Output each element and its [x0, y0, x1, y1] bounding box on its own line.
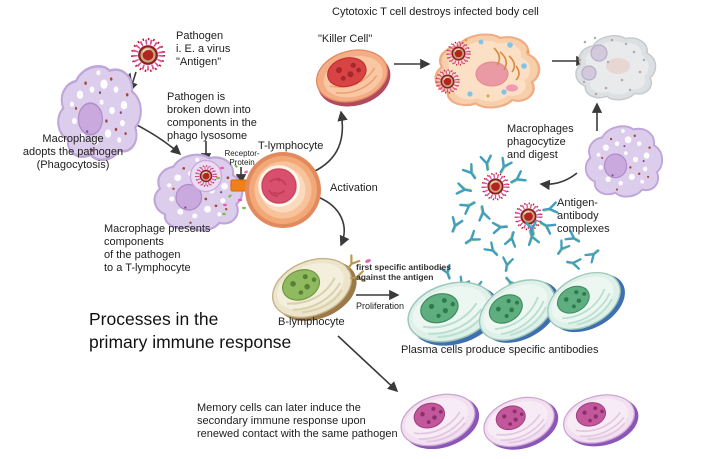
macrophage-adopts-label: Macrophage adopts the pathogen (Phagocyt… — [22, 133, 124, 171]
b-lymphocyte-icon — [271, 254, 371, 321]
memory-cell-icon — [557, 385, 645, 456]
t-lymphocyte-label: T-lymphocyte — [258, 140, 324, 152]
cytotoxic-caption: Cytotoxic T cell destroys infected body … — [332, 6, 539, 18]
arrow-activation-to-bcell — [317, 196, 350, 247]
memory-cell-icon — [393, 383, 487, 459]
virus-icon — [482, 173, 508, 199]
memory-cell-icon — [476, 387, 566, 459]
activation-label: Activation — [330, 182, 378, 194]
flow-arrows — [122, 55, 603, 393]
plasma-cell-icon — [537, 258, 636, 346]
plasma-caption: Plasma cells produce specific antibodies — [401, 344, 599, 356]
pathogen-label: Pathogen i. E. a virus "Antigen" — [176, 30, 231, 68]
macrophages-digest-label: Macrophages phagocytize and digest — [507, 123, 574, 161]
first-antibodies-label: first specific antibodies against the an… — [356, 262, 451, 282]
arrow-bcell-to-memory — [337, 335, 399, 393]
killer-cell-label: "Killer Cell" — [318, 33, 373, 45]
destroyed-cell-icon — [575, 34, 657, 101]
macrophage-presents-label: Macrophage presents components of the pa… — [104, 223, 211, 274]
macrophage-digesting-icon — [586, 126, 662, 196]
antigen-fragment-icon — [365, 259, 371, 263]
b-lymphocyte-label: B-lymphocyte — [278, 316, 345, 328]
arrow-tcell-to-killer — [312, 110, 348, 173]
antigen-antibody-complexes-icon — [446, 154, 559, 249]
arrow-macrophage-to-complexes — [539, 172, 578, 191]
t-lymphocyte-icon — [245, 152, 321, 228]
pathogen-broken-label: Pathogen is broken down into components … — [167, 91, 257, 142]
antigen-antibody-label: Antigen- antibody complexes — [557, 197, 610, 235]
memory-caption: Memory cells can later induce the second… — [197, 402, 398, 440]
arrow-macrophage-to-presenting — [134, 123, 182, 156]
virus-icon — [132, 39, 164, 71]
diagram-title: Processes in the primary immune response — [89, 309, 292, 352]
proliferation-label: Proliferation — [356, 301, 405, 311]
infected-cell-icon — [434, 33, 541, 109]
killer-cell-icon — [315, 49, 391, 107]
receptor-protein-label: Receptor- Protein — [224, 149, 260, 167]
